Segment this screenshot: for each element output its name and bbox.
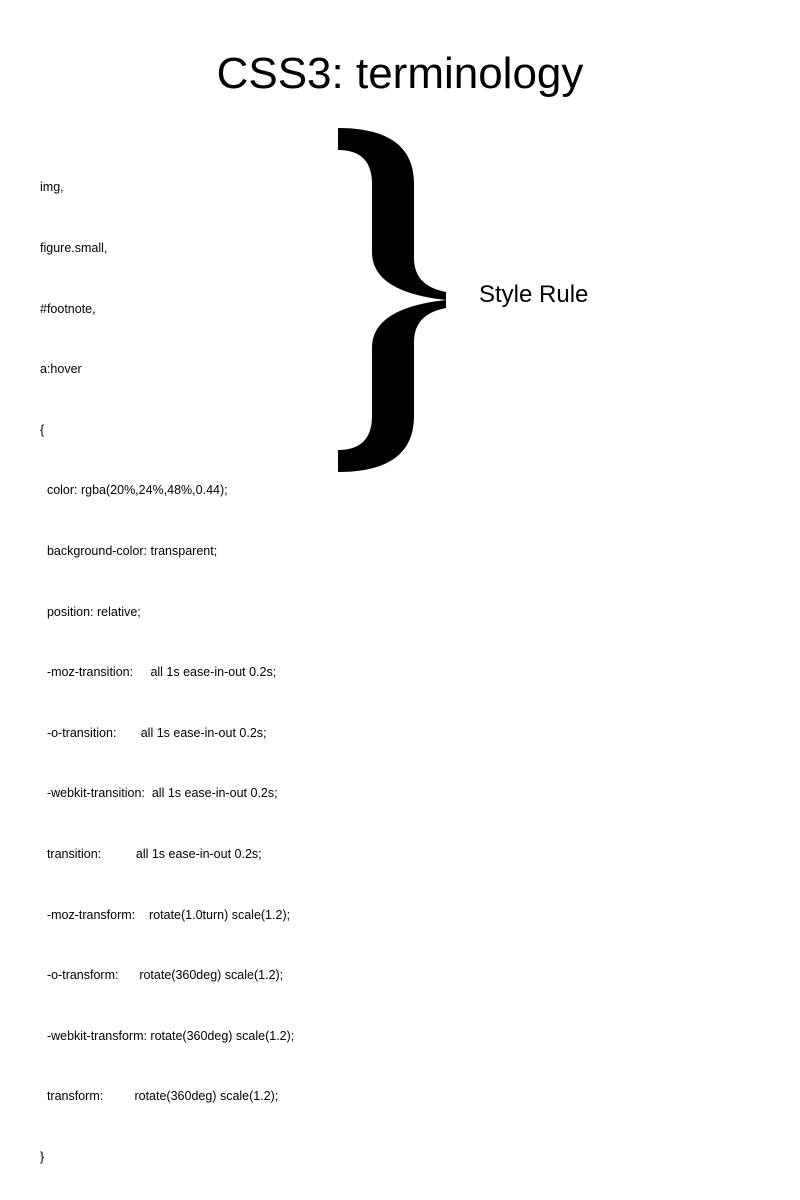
code-line: transform: rotate(360deg) scale(1.2); <box>40 1089 279 1104</box>
code-line: figure.small, <box>40 241 108 255</box>
code-line: -o-transition: all 1s ease-in-out 0.2s; <box>40 725 267 740</box>
code-line: -o-transform: rotate(360deg) scale(1.2); <box>40 968 284 983</box>
code-block: img, figure.small, #footnote, a:hover { … <box>40 137 294 1200</box>
code-line: color: rgba(20%,24%,48%,0.44); <box>40 483 228 498</box>
code-line: transition: all 1s ease-in-out 0.2s; <box>40 846 262 861</box>
code-line: img, <box>40 180 64 195</box>
code-line: -moz-transform: rotate(1.0turn) scale(1.… <box>40 907 291 922</box>
code-line: a:hover <box>40 362 82 377</box>
style-rule-label: Style Rule <box>479 281 589 308</box>
right-curly-brace-icon <box>338 128 446 472</box>
code-line: #footnote, <box>40 301 96 316</box>
code-line: -webkit-transition: all 1s ease-in-out 0… <box>40 786 278 801</box>
slide-title: CSS3: terminology <box>216 49 584 98</box>
code-line: { <box>40 422 45 437</box>
code-line: -moz-transition: all 1s ease-in-out 0.2s… <box>40 665 277 680</box>
code-line: background-color: transparent; <box>40 543 218 558</box>
code-line: } <box>40 1149 45 1164</box>
code-line: -webkit-transform: rotate(360deg) scale(… <box>40 1028 295 1043</box>
slide: CSS3: terminology img, figure.small, #fo… <box>40 49 589 1164</box>
code-line: position: relative; <box>40 604 141 619</box>
